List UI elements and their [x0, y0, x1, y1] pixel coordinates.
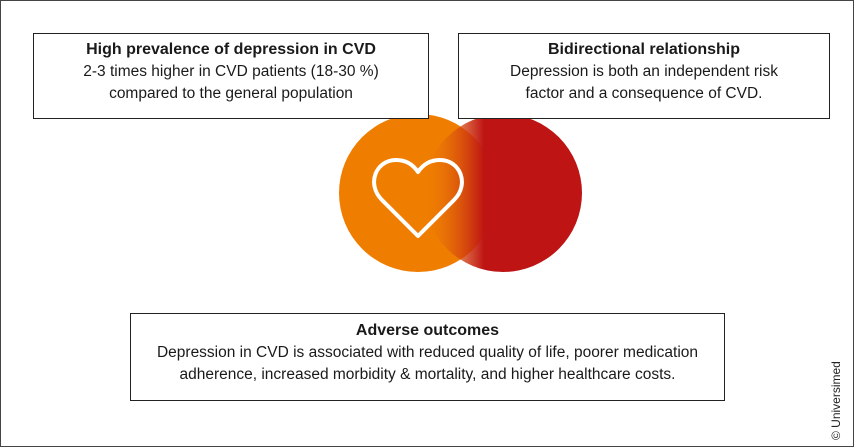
outcomes-line1: Depression in CVD is associated with red…	[156, 344, 699, 361]
prevalence-title: High prevalence of depression in CVD	[86, 41, 376, 58]
outcomes-title: Adverse outcomes	[355, 322, 500, 339]
outcomes-box: Adverse outcomes Depression in CVD is as…	[130, 313, 725, 401]
copyright-label: © Universimed	[829, 361, 843, 440]
prevalence-line1: 2-3 times higher in CVD patients (18-30 …	[83, 63, 379, 80]
red-circle	[424, 114, 582, 272]
outcomes-line2: adherence, increased morbidity & mortali…	[179, 366, 676, 383]
prevalence-line2: compared to the general population	[109, 85, 353, 102]
bidirectional-box: Bidirectional relationship Depression is…	[458, 33, 830, 119]
prevalence-box: High prevalence of depression in CVD 2-3…	[33, 33, 429, 119]
bidirectional-title: Bidirectional relationship	[547, 41, 741, 58]
heart-icon	[372, 158, 464, 238]
bidirectional-line1: Depression is both an independent risk	[510, 63, 778, 80]
bidirectional-line2: factor and a consequence of CVD.	[525, 85, 763, 102]
